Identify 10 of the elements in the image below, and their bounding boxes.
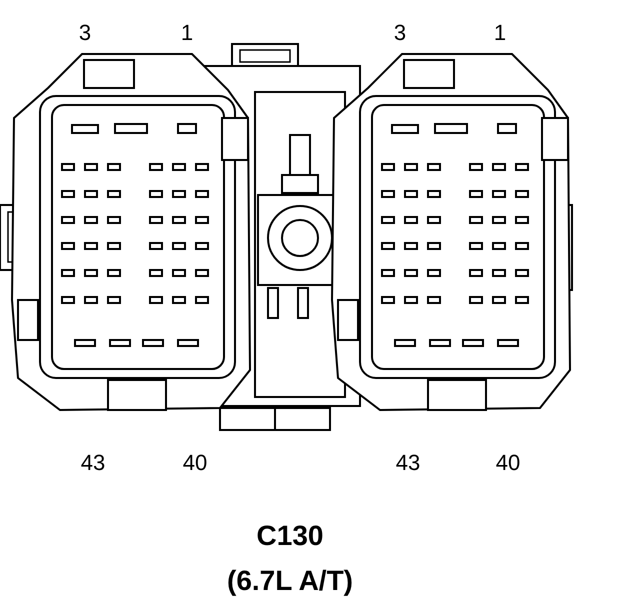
pin-number: 43 <box>80 452 106 474</box>
connector-caption: (6.7L A/T) <box>227 567 353 595</box>
pin-number: 1 <box>180 22 194 44</box>
pin-number: 3 <box>78 22 92 44</box>
connector-title: C130 <box>256 522 324 550</box>
pin-number: 43 <box>396 452 420 474</box>
pin-number: 1 <box>494 22 506 44</box>
pin-number: 40 <box>496 452 520 474</box>
pin-number: 40 <box>182 452 208 474</box>
pin-number: 3 <box>394 22 406 44</box>
